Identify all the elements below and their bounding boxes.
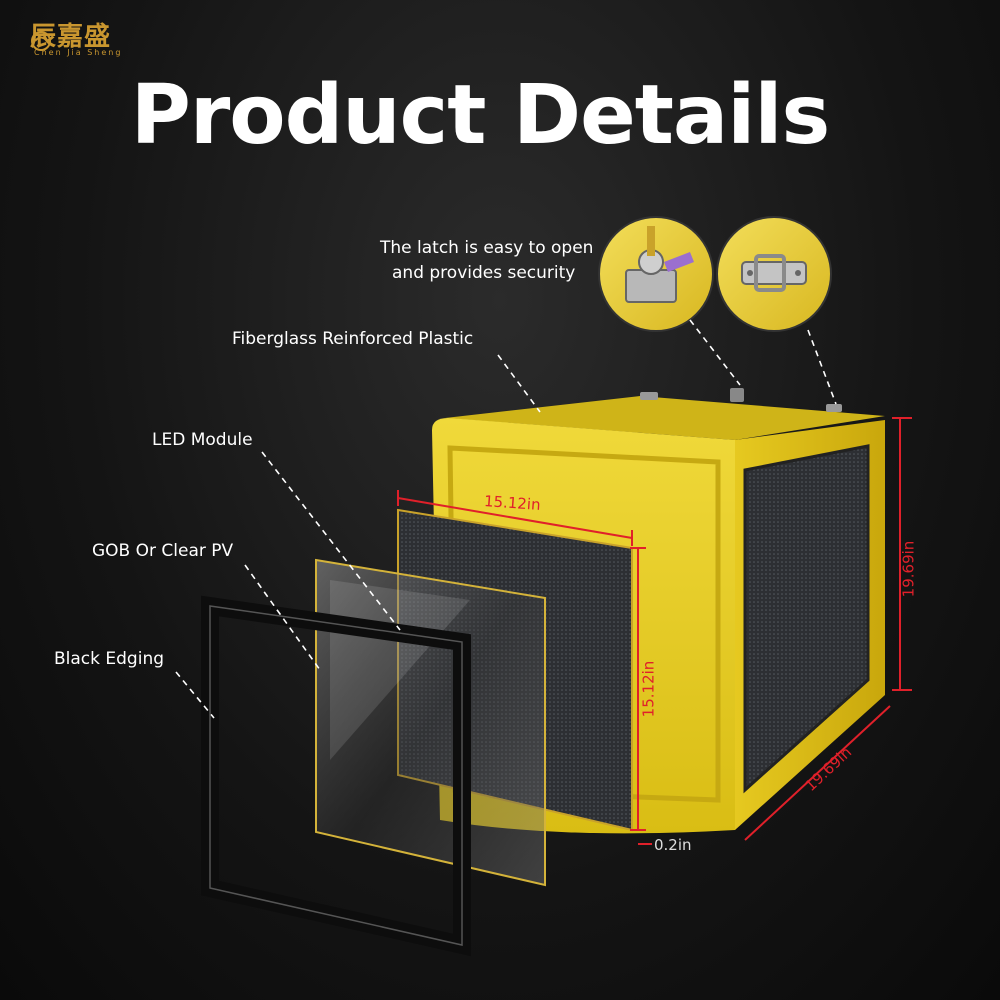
- black-edging-frame: [201, 595, 471, 957]
- brand-logo: [24, 18, 134, 78]
- brand-name-en: Chen Jia Sheng: [34, 48, 123, 57]
- latch-detail-circles: [598, 216, 832, 332]
- fiberglass-callout: Fiberglass Reinforced Plastic: [232, 329, 474, 349]
- latch-callout-line1: The latch is easy to open: [380, 238, 594, 258]
- panel-width-dimension: 15.12in: [483, 492, 542, 514]
- delivery-box: [432, 388, 885, 834]
- black-edging-callout: Black Edging: [54, 649, 165, 669]
- brand-name-cn: 辰嘉盛: [30, 22, 112, 52]
- lock-with-keys-icon: [625, 226, 694, 303]
- led-module-callout: LED Module: [152, 430, 253, 450]
- thickness-dimension: 0.2in: [654, 836, 692, 854]
- box-height-dimension: 19.69in: [899, 540, 918, 598]
- page-title: Product Details: [130, 68, 831, 163]
- gob-callout: GOB Or Clear PV: [92, 541, 234, 561]
- hasp-latch-icon: [741, 254, 807, 292]
- panel-height-dimension: 15.12in: [639, 660, 658, 718]
- leader-lines: [175, 319, 837, 719]
- dimension-lines: [397, 417, 912, 845]
- latch-callout-line2: and provides security: [392, 263, 576, 283]
- gob-clear-panel: [315, 558, 546, 887]
- brand-mark-icon: [31, 31, 51, 51]
